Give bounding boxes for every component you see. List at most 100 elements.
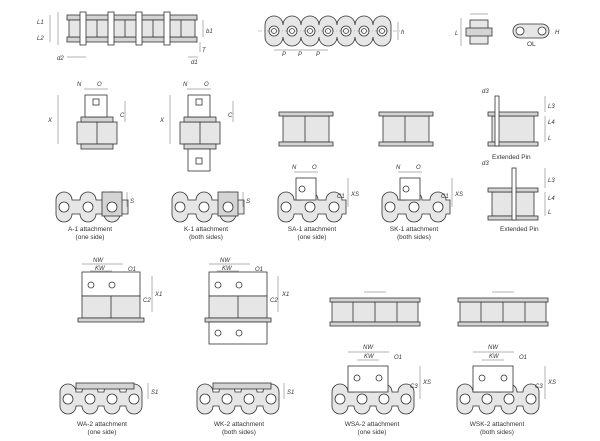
dim-c1-sa1: C1 [337, 194, 345, 200]
wk2-caption-1: WK-2 attachment [214, 421, 264, 428]
wk2-caption-2: (both sides) [222, 429, 256, 436]
dim-xs-wsk2: XS [547, 380, 556, 386]
dim-s-a1: S [130, 199, 134, 205]
dim-kw-wsa2: KW [364, 354, 375, 360]
chain-section-4a [329, 291, 421, 327]
wsa2-caption-2: (one side) [358, 429, 387, 436]
dim-l3-b: L3 [548, 178, 555, 184]
dim-l-a: L [548, 136, 551, 142]
dim-d3-a: d3 [482, 89, 489, 95]
sk1-caption-1: SK-1 attachment [390, 226, 439, 233]
dim-l1: L1 [37, 20, 44, 26]
chain-side-view: P P P h [258, 15, 405, 58]
dim-nw-wsk2: NW [488, 345, 499, 351]
dim-p-3: P [316, 52, 320, 58]
dim-d1: d1 [191, 60, 198, 66]
dim-kw-wk2: KW [222, 266, 233, 272]
wsk2-side-view: NW KW O1 C3 XS WSK-2 attachment (both si… [456, 345, 556, 436]
wsa2-side-view: NW KW O1 C3 XS WSA-2 attachment (one sid… [331, 345, 431, 436]
k1-front-view: N O X C [159, 82, 234, 172]
dim-l3-a: L3 [548, 104, 555, 110]
dim-xs-wsa2: XS [422, 380, 431, 386]
chain-top-view: L2 L1 b1 T d2 d1 [37, 11, 213, 66]
dim-c-a1: C [120, 113, 125, 119]
dim-l-ol: L [455, 31, 458, 37]
extended-pin-caption-b: Extended Pin [500, 226, 539, 233]
dim-p-1: P [282, 52, 286, 58]
wsk2-caption-1: WSK-2 attachment [470, 421, 525, 428]
a1-caption-1: A-1 attachment [68, 226, 112, 233]
chain-section-4b [457, 291, 549, 327]
dim-s1-wk2: S1 [287, 390, 294, 396]
dim-d3-b: d3 [482, 161, 489, 167]
dim-c3-wsk2: C3 [535, 384, 543, 390]
sa1-caption-2: (one side) [298, 234, 327, 241]
extended-pin-front-view: d3 L3 L4 L Extended Pin [482, 89, 555, 161]
dim-o-a1: O [97, 82, 102, 88]
dim-c2-wa2: C2 [143, 298, 151, 304]
sa1-caption-1: SA-1 attachment [288, 226, 337, 233]
sk1-side-view: N O C1 XS SK-1 attachment (both sides) [381, 165, 463, 241]
dim-x-k1: X [159, 118, 165, 124]
k1-caption-1: K-1 attachment [184, 226, 228, 233]
dim-xs-sa1: XS [350, 192, 359, 198]
dim-l2: L2 [37, 36, 44, 42]
dim-l4-b: L4 [548, 196, 555, 202]
dim-x1-wk2: X1 [281, 292, 289, 298]
a1-caption-2: (one side) [76, 234, 105, 241]
dim-p-2: P [298, 52, 302, 58]
a1-side-view: S A-1 attachment (one side) [55, 191, 134, 241]
sk1-caption-2: (both sides) [397, 234, 431, 241]
ol-label: OL [527, 41, 536, 48]
extended-pin-side-view: d3 L3 L4 L Extended Pin [482, 161, 555, 233]
dim-s-k1: S [246, 199, 250, 205]
wa2-caption-1: WA-2 attachment [77, 421, 127, 428]
chain-section-2b [378, 111, 434, 147]
dim-c-k1: C [228, 113, 233, 119]
dim-l4-a: L4 [548, 120, 555, 126]
k1-side-view: S K-1 attachment (both sides) [171, 191, 250, 241]
wsa2-caption-1: WSA-2 attachment [345, 421, 400, 428]
dim-n-sa1: N [292, 165, 297, 171]
wa2-caption-2: (one side) [88, 429, 117, 436]
dim-t: T [202, 48, 207, 54]
dim-l-b: L [548, 210, 551, 216]
connecting-link: L H OL [455, 13, 560, 48]
dim-n-a1: N [77, 82, 82, 88]
wk2-side-view: S1 WK-2 attachment (both sides) [196, 382, 294, 436]
dim-n-k1: N [183, 82, 188, 88]
dim-o-k1: O [204, 82, 209, 88]
dim-c1-sk1: C1 [441, 194, 449, 200]
dim-d2: d2 [57, 56, 64, 62]
dim-n-sk1: N [396, 165, 401, 171]
dim-b1: b1 [206, 29, 213, 35]
dim-h: h [401, 30, 405, 36]
k1-caption-2: (both sides) [189, 234, 223, 241]
dim-o1-wk2: O1 [255, 267, 263, 273]
a1-front-view: N O X C [47, 82, 126, 150]
dim-nw-wa2: NW [93, 258, 104, 264]
chain-section-2a [278, 111, 334, 147]
dim-kw-wa2: KW [95, 266, 106, 272]
dim-o-sk1: O [416, 165, 421, 171]
wa2-side-view: S1 WA-2 attachment (one side) [59, 382, 158, 436]
dim-kw-wsk2: KW [489, 354, 500, 360]
dim-x-a1: X [47, 118, 53, 124]
extended-pin-caption-a: Extended Pin [492, 154, 531, 161]
dim-c2-wk2: C2 [270, 298, 278, 304]
dim-o1-wsk2: O1 [519, 355, 527, 361]
dim-o1-wsa2: O1 [394, 355, 402, 361]
dim-s1-wa2: S1 [151, 390, 158, 396]
wa2-front-view: NW KW O1 C2 X1 [77, 258, 162, 323]
wk2-front-view: NW KW O1 C2 X1 [204, 258, 289, 345]
dim-o-sa1: O [312, 165, 317, 171]
dim-c3-wsa2: C3 [410, 384, 418, 390]
dim-h-ol: H [555, 30, 560, 36]
dim-xs-sk1: XS [454, 192, 463, 198]
wsk2-caption-2: (both sides) [480, 429, 514, 436]
dim-nw-wsa2: NW [363, 345, 374, 351]
dim-nw-wk2: NW [220, 258, 231, 264]
dim-o1-wa2: O1 [128, 267, 136, 273]
dim-x1-wa2: X1 [154, 292, 162, 298]
